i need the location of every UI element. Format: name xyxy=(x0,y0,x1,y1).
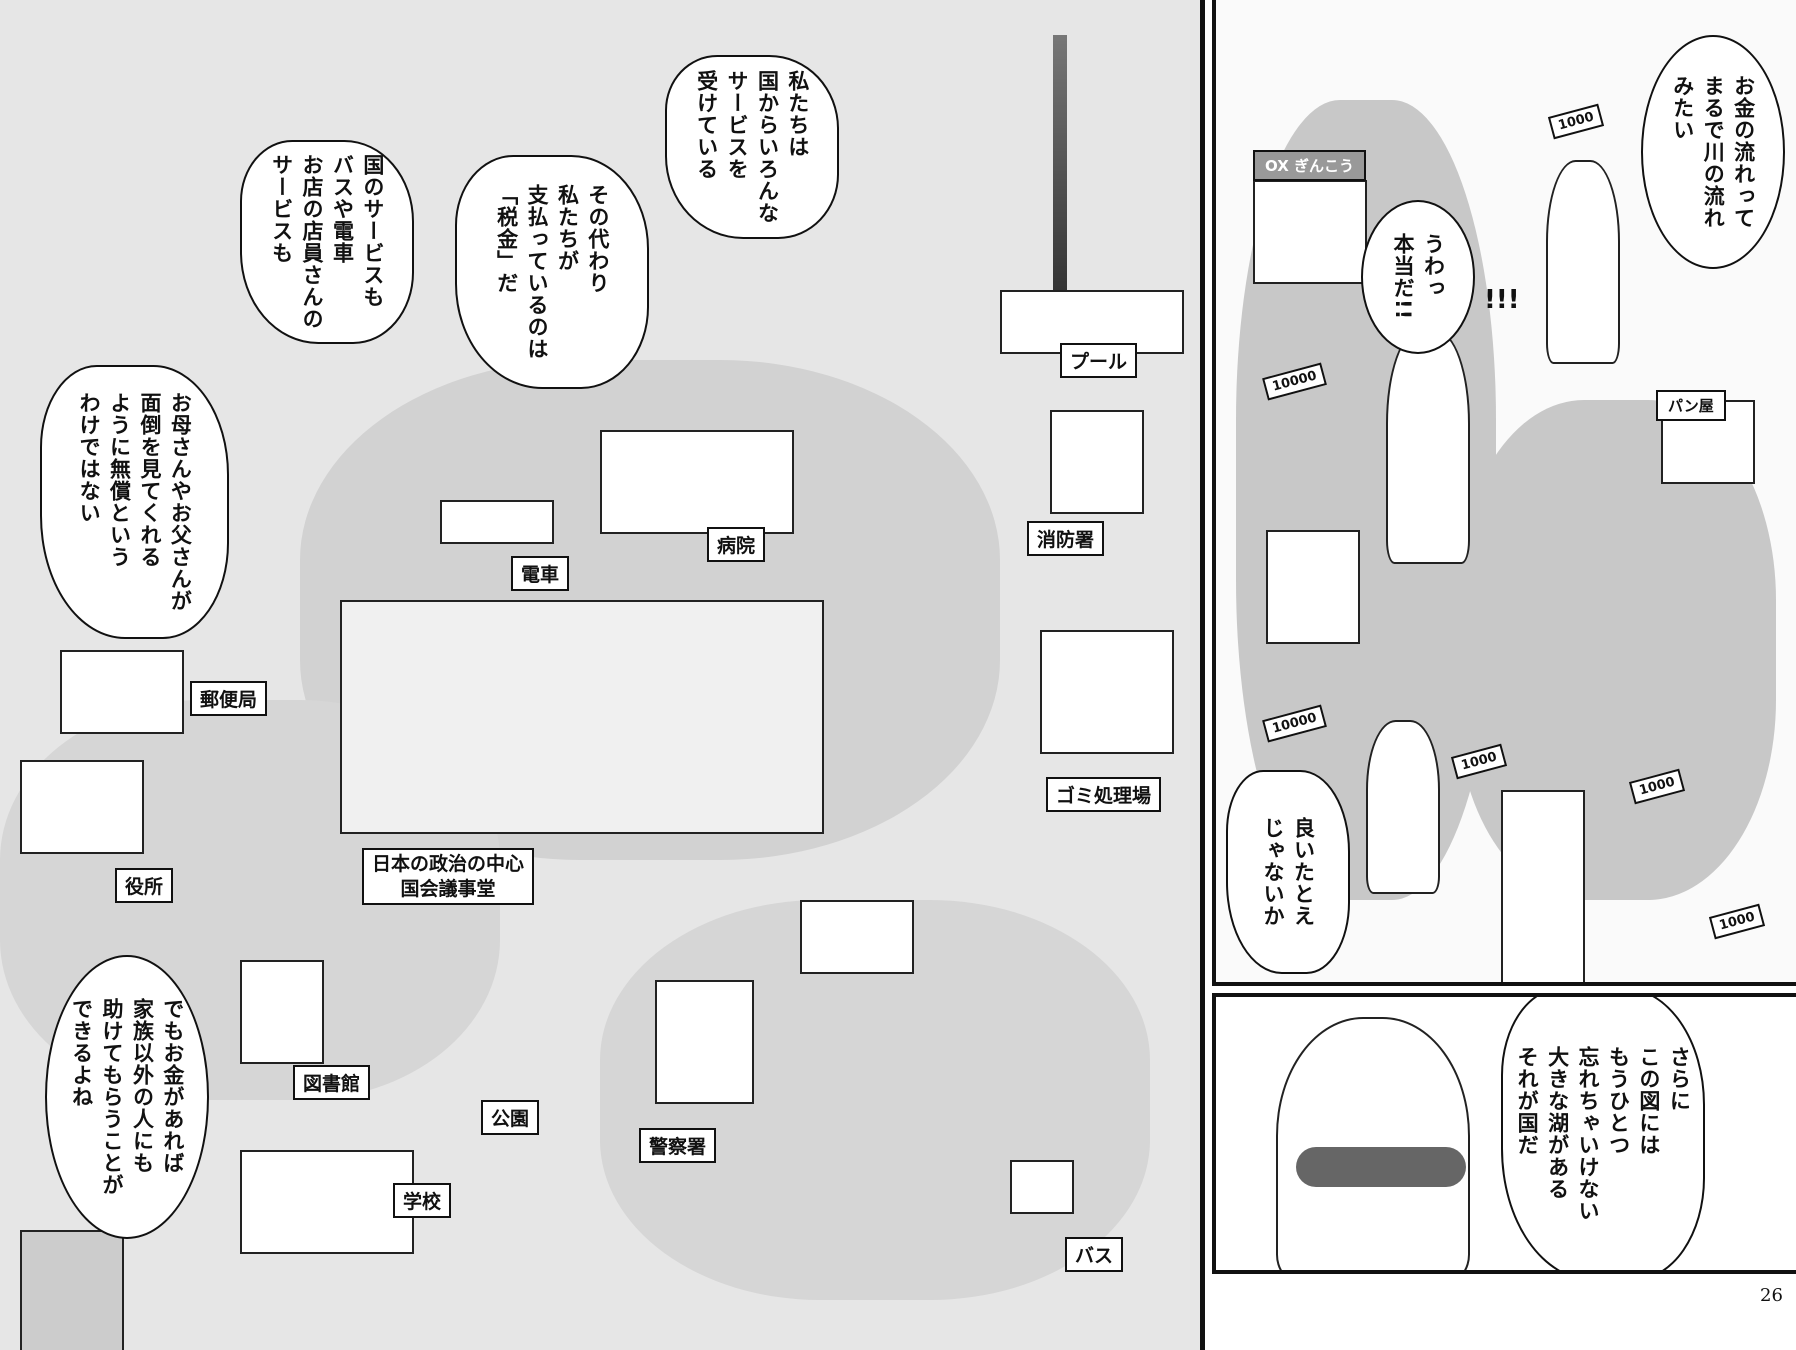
school-building xyxy=(240,1150,414,1254)
label-park: 公園 xyxy=(481,1100,540,1135)
speech-bubble: さらにこの図にはもうひとつ忘れちゃいけない大きな湖があるそれが国だ xyxy=(1501,997,1705,1270)
label-post-office: 郵便局 xyxy=(190,681,268,716)
label-pool: プール xyxy=(1060,343,1138,378)
label-diet-line1: 日本の政治の中心 xyxy=(372,853,525,875)
label-hospital: 病院 xyxy=(707,527,766,562)
page-number: 26 xyxy=(1760,1285,1783,1306)
sky-tower xyxy=(1053,35,1067,295)
bank-building xyxy=(1253,180,1367,284)
label-bus: バス xyxy=(1065,1237,1124,1272)
speech-bubble: お母さんやお父さんが面倒を見てくれるように無償というわけではない xyxy=(40,365,229,639)
library-building xyxy=(240,960,324,1064)
label-diet-line2: 国会議事堂 xyxy=(400,877,496,900)
bakery-sign: パン屋 xyxy=(1656,390,1726,421)
label-train: 電車 xyxy=(511,556,570,591)
speech-bubble: 国のサービスもバスや電車お店の店員さんのサービスも xyxy=(240,140,414,344)
bank-sign: OX ぎんこう xyxy=(1253,150,1367,181)
label-fire-station: 消防署 xyxy=(1027,521,1105,556)
label-police: 警察署 xyxy=(639,1128,717,1163)
speech-bubble: お金の流れってまるで川の流れみたい xyxy=(1641,35,1785,269)
rabbit-character xyxy=(1366,720,1440,894)
label-garbage-plant: ゴミ処理場 xyxy=(1046,777,1162,812)
garbage-plant-building xyxy=(1040,630,1174,754)
hospital-building xyxy=(600,430,794,534)
rabbit-character xyxy=(1276,1017,1470,1270)
label-school: 学校 xyxy=(393,1183,452,1218)
speech-bubble: その代わり私たちが支払っているのは「税金」だ xyxy=(455,155,649,389)
girl-character xyxy=(1546,160,1620,364)
label-city-office: 役所 xyxy=(115,868,174,903)
boy-character xyxy=(1386,330,1470,564)
rabbit-panel: さらにこの図にはもうひとつ忘れちゃいけない大きな湖があるそれが国だ xyxy=(1212,993,1796,1274)
bus xyxy=(1010,1160,1074,1214)
sfx-exclaim: !!! xyxy=(1484,285,1520,315)
map-panel: 私たちは国からいろんなサービスを受けている その代わり私たちが支払っているのは「… xyxy=(0,0,1200,1350)
train xyxy=(440,500,554,544)
office-tower xyxy=(1501,790,1585,982)
speech-bubble: うわっ本当だ!! xyxy=(1361,200,1475,354)
diet-building xyxy=(340,600,824,834)
speech-bubble: 良いたとえじゃないか xyxy=(1226,770,1350,974)
money-note: 1000 xyxy=(1708,903,1766,940)
label-diet: 日本の政治の中心 国会議事堂 xyxy=(362,848,535,906)
speech-bubble: でもお金があれば家族以外の人にも助けてもらうことができるよね xyxy=(45,955,209,1239)
police-building xyxy=(655,980,754,1104)
post-office-building xyxy=(60,650,184,734)
label-library: 図書館 xyxy=(293,1065,371,1100)
money-flow-panel: OX ぎんこう パン屋 !!! 1000 10000 10000 1000 10… xyxy=(1212,0,1796,986)
warehouse-building xyxy=(800,900,914,974)
fire-station-building xyxy=(1050,410,1144,514)
panel-divider xyxy=(1200,0,1205,1350)
speech-bubble: 私たちは国からいろんなサービスを受けている xyxy=(665,55,839,239)
city-office-building xyxy=(20,760,144,854)
office-tower xyxy=(20,1230,124,1350)
office-building xyxy=(1266,530,1360,644)
sunglasses xyxy=(1296,1147,1466,1187)
money-note: 1000 xyxy=(1547,103,1605,140)
